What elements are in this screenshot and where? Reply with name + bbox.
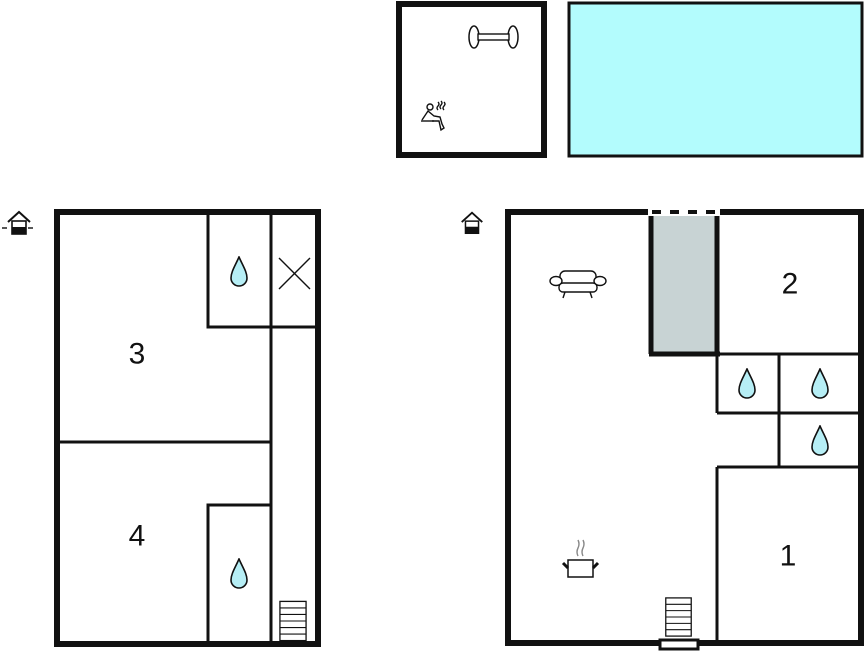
sauna-icon — [421, 100, 446, 132]
swimming-pool — [567, 1, 864, 158]
room-number-3: 3 — [129, 338, 146, 371]
room-number-4: 4 — [129, 520, 146, 553]
dumbbell-icon — [468, 25, 519, 49]
cross-icon — [278, 257, 311, 290]
sofa-icon — [549, 270, 607, 299]
stairs-icon — [279, 600, 307, 642]
stair-void — [651, 212, 717, 354]
room-number-2: 2 — [782, 268, 799, 301]
entrance-door — [658, 638, 700, 651]
floor-level-ground-icon — [460, 211, 484, 235]
fitness-sauna-room — [396, 1, 547, 158]
upper-floor-plan: 3 4 — [2, 209, 321, 647]
stairs-icon — [665, 597, 692, 637]
floor-level-upper-icon — [7, 211, 31, 235]
room-number-1: 1 — [780, 540, 797, 573]
ground-floor-plan: 2 1 — [460, 208, 864, 651]
cooking-pot-icon — [561, 539, 600, 578]
